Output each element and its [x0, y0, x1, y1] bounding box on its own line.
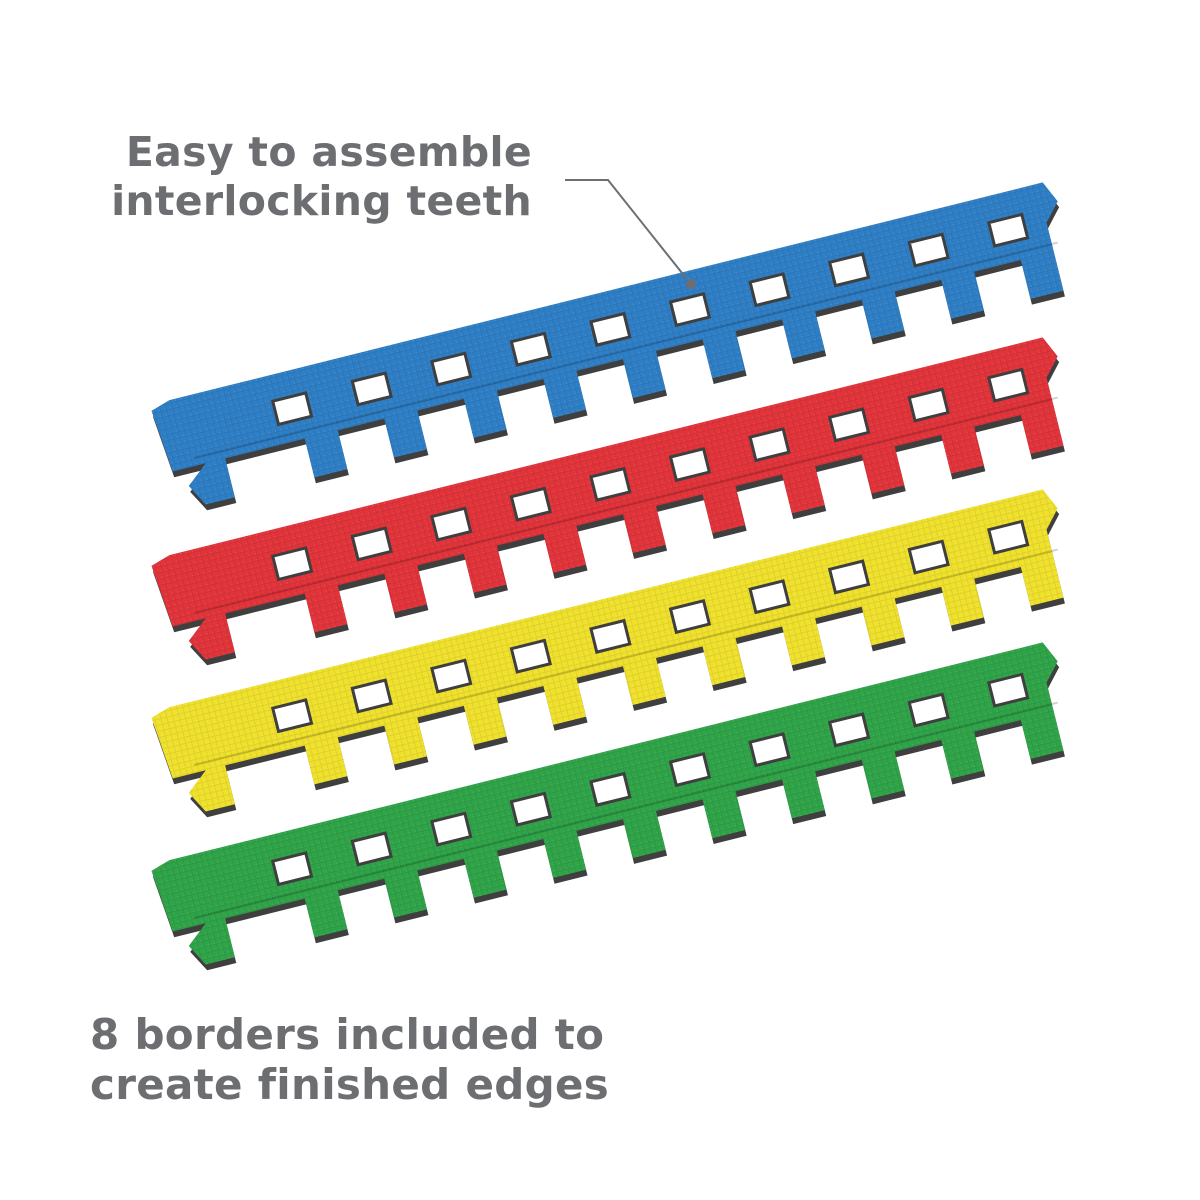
callout-pointer-dot — [686, 279, 696, 289]
red-border-strip-seam — [193, 396, 1058, 614]
callout-pointer — [565, 179, 696, 289]
yellow-border-strip-holes — [270, 519, 1030, 734]
blue-border-strip-holes — [270, 212, 1030, 427]
green-border-strip-seam — [193, 701, 1058, 919]
callout-assembly-line-1: Easy to assemble — [125, 128, 532, 176]
green-border-strip-holes — [270, 672, 1030, 887]
blue-border-strip — [151, 182, 1065, 511]
callout-borders-line-1: 8 borders included to — [90, 1010, 605, 1059]
callout-borders-text: 8 borders included to create finished ed… — [90, 1010, 609, 1111]
callout-pointer-line — [565, 179, 687, 279]
yellow-border-strip-seam — [193, 548, 1058, 766]
red-border-strip — [151, 337, 1065, 666]
yellow-border-strip — [151, 489, 1065, 818]
callout-assembly-line-2: interlocking teeth — [111, 177, 532, 226]
green-border-strip — [151, 642, 1065, 971]
callout-borders-line-2: create finished edges — [90, 1060, 610, 1110]
strips-group — [151, 182, 1065, 971]
blue-border-strip-seam — [193, 241, 1058, 459]
red-border-strip-holes — [270, 367, 1030, 582]
callout-assembly-text: Easy to assemble interlocking teeth — [111, 128, 532, 226]
